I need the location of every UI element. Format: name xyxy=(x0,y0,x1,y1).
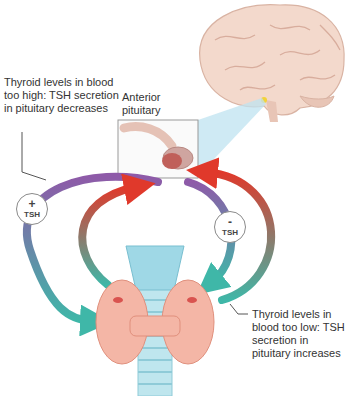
part-label: Anterior pituitary xyxy=(122,91,194,117)
callout-wedge xyxy=(198,98,266,176)
anterior-pituitary xyxy=(162,153,182,169)
leader-line xyxy=(22,132,46,180)
brain-stem xyxy=(266,100,278,122)
pituitary-stalk xyxy=(124,127,172,146)
feedback-arc xyxy=(82,187,136,285)
cerebellum xyxy=(300,96,334,107)
brain-folds xyxy=(215,25,340,90)
hormone-circle: +TSH xyxy=(16,193,48,225)
leader-line xyxy=(230,304,248,314)
inset-box xyxy=(118,120,198,178)
hormone-label: TSH xyxy=(222,228,238,237)
posterior-pituitary xyxy=(163,147,193,169)
note-text: Thyroid levels in blood too high: TSH se… xyxy=(4,76,122,115)
sign-text: + xyxy=(28,199,35,210)
parathyroid xyxy=(113,297,123,303)
sign-text: - xyxy=(228,217,232,228)
hormone-label: TSH xyxy=(24,210,40,219)
thyroid-isthmus xyxy=(130,316,180,336)
larynx xyxy=(126,246,184,290)
hormone-circle: -TSH xyxy=(214,211,246,243)
feedback-arc xyxy=(206,172,271,300)
note-text: Thyroid levels in blood too low: TSH sec… xyxy=(252,308,346,360)
parathyroid xyxy=(187,297,197,303)
brain xyxy=(200,5,344,115)
